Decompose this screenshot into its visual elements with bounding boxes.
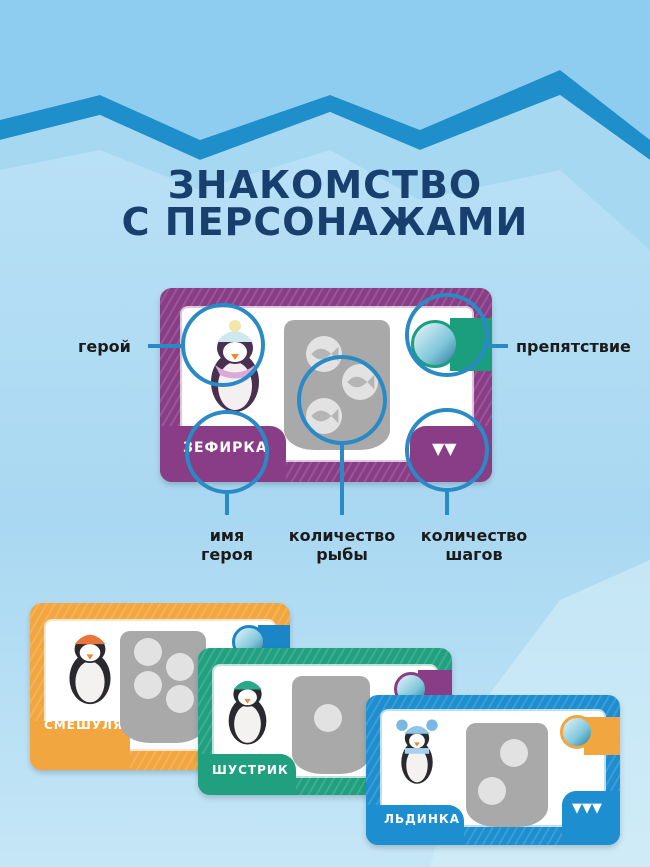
label-hero: герой (78, 337, 131, 356)
hero-card-ldinka: ЛЬДИНКА ▼▼▼ (366, 695, 620, 845)
name-callout-ring (185, 410, 269, 494)
page-title-line-1: ЗНАКОМСТВО (167, 163, 483, 207)
name-callout-line (225, 493, 229, 515)
hero-callout-line (148, 344, 182, 348)
hero-name: ШУСТРИК (212, 763, 289, 777)
fish-icon (166, 653, 194, 681)
fish-icon (478, 777, 506, 805)
penguin-shustrik-image (228, 680, 267, 745)
obstacle-callout-ring (405, 293, 489, 377)
fish-icon (134, 638, 162, 666)
obstacle-iceberg-icon (560, 715, 594, 749)
steps-callout-ring (405, 408, 489, 492)
page-title-line-2: С ПЕРСОНАЖАМИ (121, 200, 529, 244)
fish-icon (314, 704, 342, 732)
fish-icon (500, 739, 528, 767)
label-obstacle: препятствие (516, 337, 631, 356)
hero-callout-ring (181, 303, 265, 387)
fish-callout-ring (297, 355, 387, 445)
hero-name: СМЕШУЛЯ (44, 718, 124, 732)
fish-callout-line (340, 444, 344, 515)
steps-callout-line (445, 491, 449, 515)
fish-icon (166, 685, 194, 713)
fish-icon (134, 671, 162, 699)
penguin-ldinka-image (396, 719, 438, 784)
footprints-icon: ▼▼▼ (572, 801, 602, 816)
hero-name: ЛЬДИНКА (384, 812, 460, 826)
penguin-smeshulya-image (69, 634, 111, 705)
obstacle-callout-line (488, 344, 508, 348)
